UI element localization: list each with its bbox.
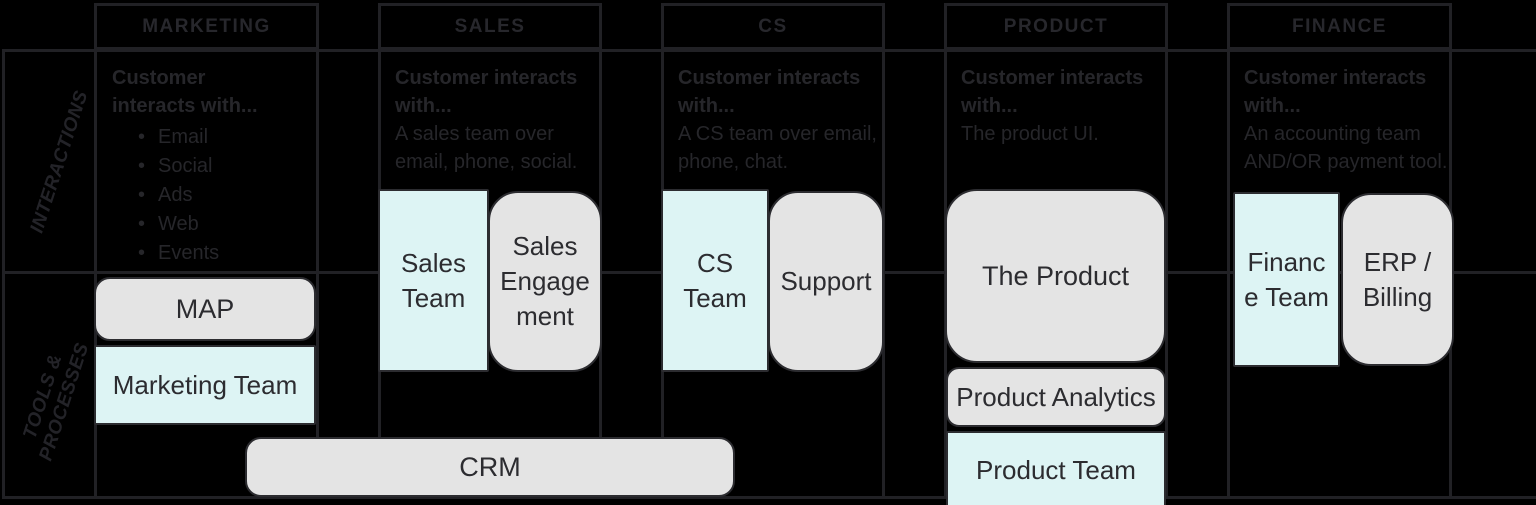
interactions-cs: Customer interacts with... A CS team ove… <box>678 64 880 176</box>
interactions-lead: Customer interacts with... <box>112 67 258 117</box>
interactions-lead: Customer interacts with... <box>395 67 578 117</box>
node-label: CS Team <box>683 247 747 313</box>
interactions-lead: Customer interacts with... <box>678 67 861 117</box>
grid-vline <box>1227 3 1230 499</box>
interactions-body: A CS team over email, phone, chat. <box>678 123 877 173</box>
column-header-label: MARKETING <box>142 15 271 37</box>
bullet-item: • Ads <box>112 181 312 210</box>
bullet-label: Email <box>158 126 209 148</box>
node-label: Support <box>780 266 872 296</box>
interactions-lead: Customer interacts with... <box>961 67 1144 117</box>
bullet-dot-icon: • <box>138 213 146 235</box>
node-label: Product Analytics <box>956 381 1156 412</box>
node-cs-team: CS Team <box>661 189 769 372</box>
node-sales-engagement: Sales Engagement <box>488 191 602 372</box>
column-header-cs: CS <box>661 3 885 50</box>
bullet-item: • Web <box>112 210 312 239</box>
node-label: Marketing Team <box>112 369 298 400</box>
bullet-item: • Social <box>112 152 312 181</box>
bullet-label: Social <box>158 155 213 177</box>
interactions-bullet-list: • Email • Social • Ads • Web • Events <box>112 123 312 268</box>
grid-vline <box>316 3 319 499</box>
bullet-label: Ads <box>158 184 193 206</box>
column-header-label: CS <box>758 15 788 37</box>
node-product-analytics: Product Analytics <box>946 367 1166 427</box>
bullet-item: • Email <box>112 123 312 152</box>
bullet-dot-icon: • <box>138 184 146 206</box>
node-label: Sales Team <box>400 247 467 313</box>
interactions-product: Customer interacts with... The product U… <box>961 64 1156 148</box>
column-header-marketing: MARKETING <box>94 3 319 50</box>
grid-left-edge <box>2 49 5 499</box>
node-label: MAP <box>175 293 235 324</box>
node-support: Support <box>768 191 884 372</box>
interactions-body: An accounting team AND/OR payment tool. <box>1244 123 1448 173</box>
node-label: ERP / Billing <box>1362 246 1433 312</box>
grid-vline <box>94 3 97 499</box>
bullet-label: Web <box>158 213 199 235</box>
column-header-product: PRODUCT <box>944 3 1168 50</box>
bullet-dot-icon: • <box>138 242 146 264</box>
node-erp-billing: ERP / Billing <box>1341 193 1454 366</box>
row-label-tools-processes: TOOLS & PROCESSES <box>19 340 94 464</box>
column-header-sales: SALES <box>378 3 602 50</box>
column-header-finance: FINANCE <box>1227 3 1452 50</box>
grid-hline-bottom <box>2 496 1536 499</box>
column-header-label: SALES <box>454 15 526 37</box>
grid-vline <box>1165 3 1168 499</box>
node-label: CRM <box>459 451 521 482</box>
interactions-marketing: Customer interacts with... • Email • Socia… <box>112 64 312 268</box>
node-label: Finance Team <box>1244 246 1329 312</box>
node-product-team: Product Team <box>946 431 1166 505</box>
column-header-label: FINANCE <box>1292 15 1387 37</box>
interactions-sales: Customer interacts with... A sales team … <box>395 64 590 176</box>
column-header-label: PRODUCT <box>1003 15 1109 37</box>
bullet-item: • Events <box>112 239 312 268</box>
node-map: MAP <box>94 277 316 341</box>
bullet-dot-icon: • <box>138 126 146 148</box>
node-finance-team: Finance Team <box>1233 192 1340 367</box>
node-crm: CRM <box>245 437 735 497</box>
node-label: The Product <box>981 260 1130 291</box>
grid-hline-header <box>2 49 1536 52</box>
interactions-body: The product UI. <box>961 123 1099 145</box>
node-label: Product Team <box>976 454 1136 485</box>
node-label: Sales Engagement <box>500 231 590 331</box>
interactions-body: A sales team over email, phone, social. <box>395 123 578 173</box>
node-marketing-team: Marketing Team <box>94 345 316 425</box>
row-label-interactions: INTERACTIONS <box>26 87 93 236</box>
bullet-label: Events <box>158 242 220 264</box>
bullet-dot-icon: • <box>138 155 146 177</box>
interactions-finance: Customer interacts with... An accounting… <box>1244 64 1449 176</box>
interactions-lead: Customer interacts with... <box>1244 67 1427 117</box>
node-sales-team: Sales Team <box>378 189 489 372</box>
node-the-product: The Product <box>945 189 1166 363</box>
